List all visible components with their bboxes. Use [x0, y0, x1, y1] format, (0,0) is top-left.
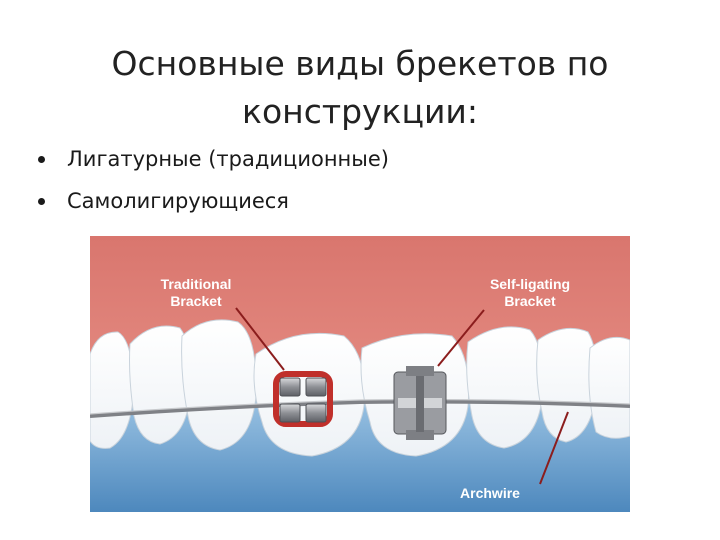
label-archwire: Archwire — [460, 485, 520, 501]
bullet-text: Лигатурные (традиционные) — [67, 147, 389, 171]
bullet-list: Лигатурные (традиционные) Самолигирующие… — [38, 138, 638, 222]
archwire — [90, 399, 630, 418]
ligature-ring — [273, 371, 333, 427]
archwire-highlight — [90, 398, 630, 415]
label-traditional-line-2: Bracket — [170, 293, 222, 309]
bullet-dot-icon — [38, 197, 45, 205]
bracket-wing — [279, 377, 301, 397]
bullet-text: Самолигирующиеся — [67, 189, 289, 213]
bullet-item-self-ligating: Самолигирующиеся — [38, 180, 638, 222]
braces-illustration: Traditional Bracket Self-ligating Bracke… — [90, 236, 630, 512]
self-ligating-bracket — [393, 366, 447, 440]
label-self-ligating-line-2: Bracket — [504, 293, 556, 309]
label-self-ligating-line-1: Self-ligating — [490, 276, 570, 292]
pointer-traditional — [235, 307, 285, 371]
bracket-wing — [279, 403, 301, 423]
label-traditional-line-1: Traditional — [161, 276, 232, 292]
bracket-wing — [305, 403, 327, 423]
bullet-dot-icon — [38, 155, 45, 163]
slide-title-line-1: Основные виды брекетов по — [111, 44, 609, 84]
bracket-wing — [305, 377, 327, 397]
slide-title-line-2: конструкции: — [242, 92, 478, 132]
pointer-archwire — [539, 411, 569, 485]
bullet-item-traditional: Лигатурные (традиционные) — [38, 138, 638, 180]
traditional-bracket — [273, 371, 333, 427]
tooth-right-edge — [588, 336, 630, 439]
bracket-slot — [416, 376, 424, 432]
tooth — [129, 325, 192, 445]
pointer-self-ligating — [437, 309, 485, 367]
bracket-tie-wing — [406, 366, 434, 376]
bracket-tie-wing — [406, 430, 434, 440]
braces-diagram: Traditional Bracket Self-ligating Bracke… — [90, 236, 630, 512]
tooth — [466, 326, 544, 449]
tooth — [181, 319, 257, 451]
slide-title: Основные виды брекетов по конструкции: — [60, 40, 660, 136]
